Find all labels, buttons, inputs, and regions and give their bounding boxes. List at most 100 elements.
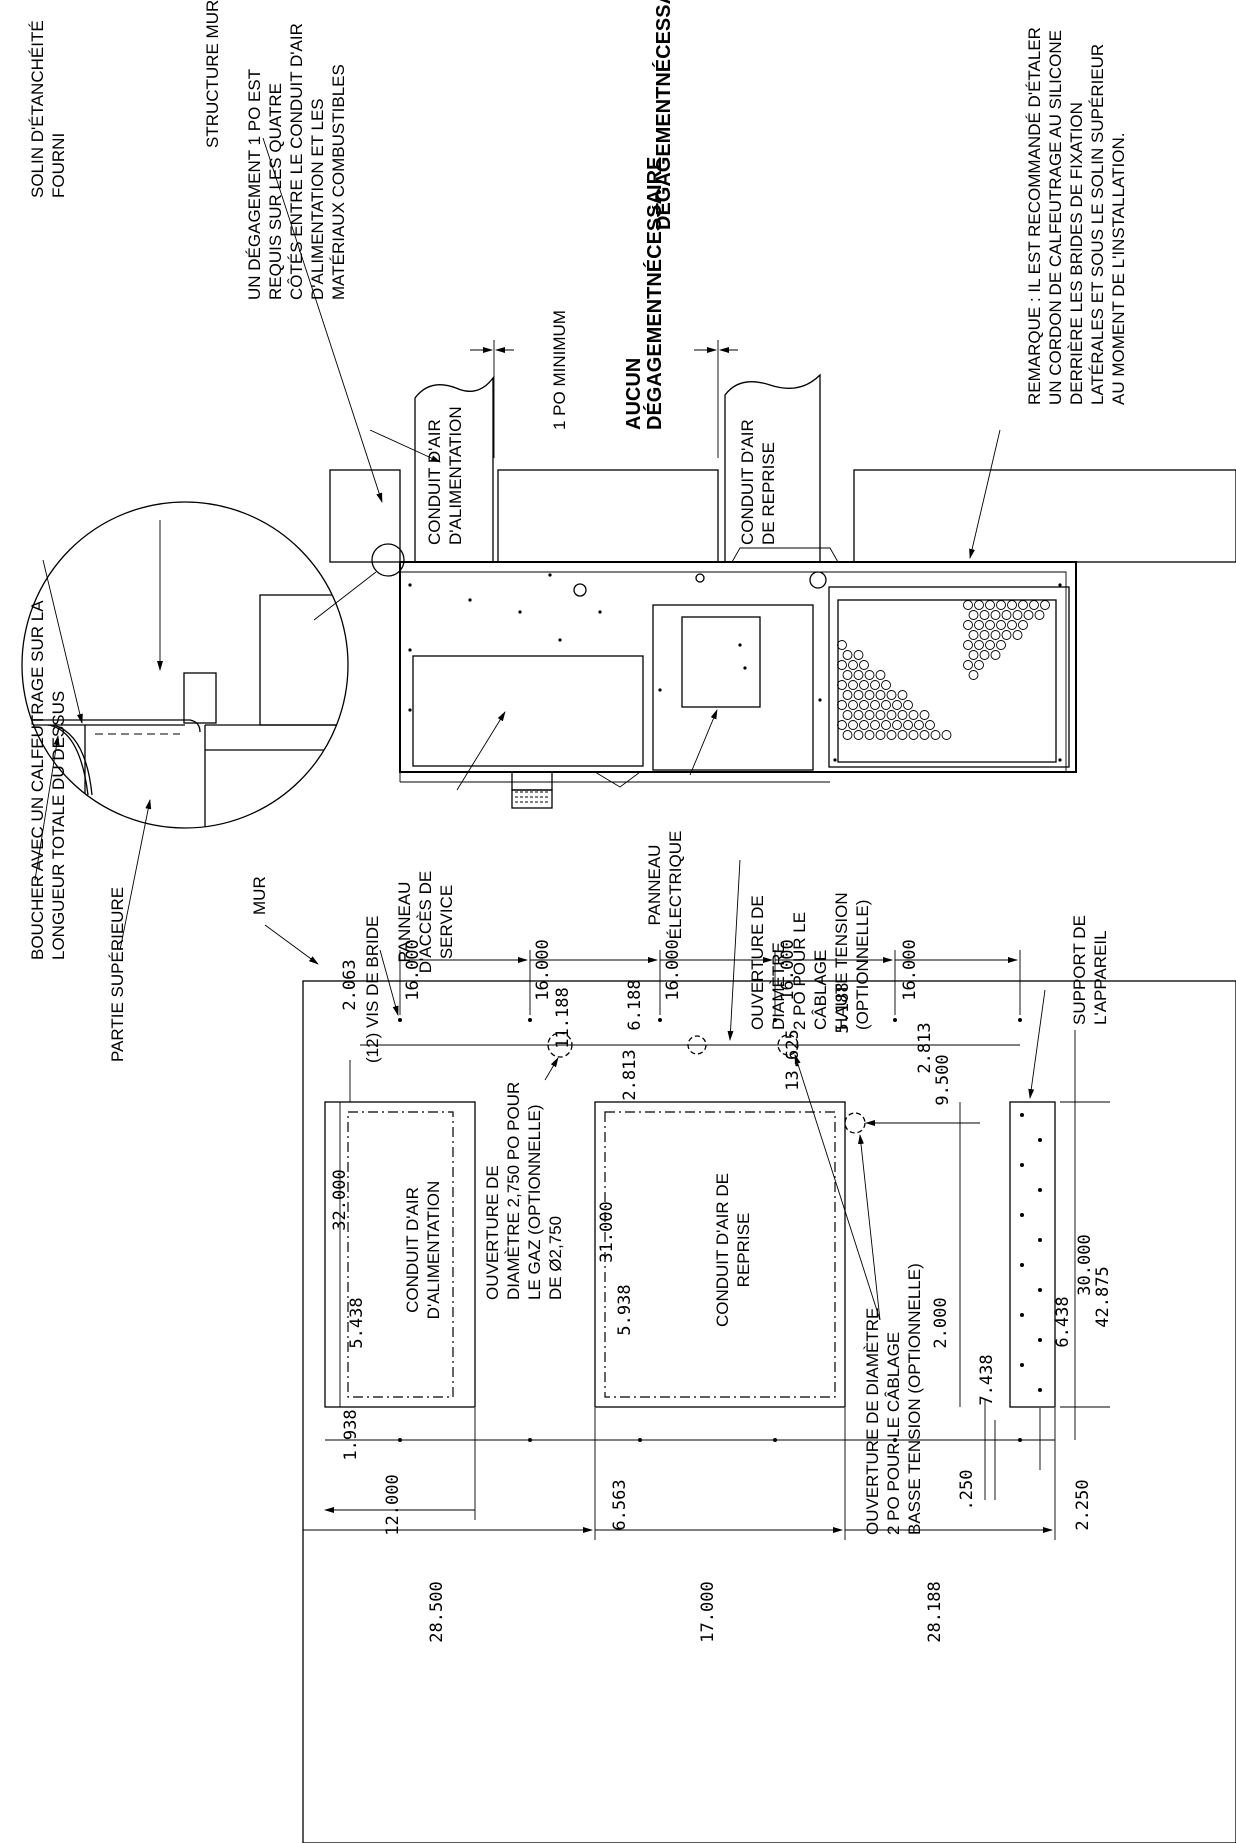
- callout-ouverture_bt-line-0: OUVERTURE DE DIAMÈTRE: [863, 1308, 882, 1535]
- dimension-d31000: 31.000: [597, 1201, 617, 1262]
- callout-ouverture_gaz-line-3: DE Ø2,750: [546, 1216, 565, 1300]
- dimension-d2000: 2.000: [931, 1297, 951, 1348]
- callout-conduit_alim-line-1: D'ALIMENTATION: [446, 406, 465, 545]
- callout-remarque-line-4: AU MOMENT DE L'INSTALLATION.: [1109, 133, 1128, 405]
- callout-ouverture_gaz-line-0: OUVERTURE DE: [483, 1165, 502, 1300]
- callout-remarque-line-2: DERRIÈRE LES BRIDES DE FIXATION: [1067, 102, 1086, 405]
- return-duct-opening: [594, 1101, 846, 1408]
- dimension-d32000: 32.000: [330, 1169, 350, 1230]
- callout-ouverture_gaz-line-1: DIAMÈTRE 2,750 PO POUR: [504, 1082, 523, 1300]
- service-access-panel: [412, 655, 644, 767]
- callout-ouverture_bt-line-2: BASSE TENSION (OPTIONNELLE): [905, 1263, 924, 1535]
- callout-ouverture_ht-line-4: HAUTE TENSION: [832, 892, 851, 1030]
- callout-ouverture_ht-line-1: DIAMÈTRE: [769, 942, 788, 1030]
- callout-degagement-line-0: UN DÉGAGEMENT 1 PO EST: [245, 69, 264, 300]
- return-duct: [724, 373, 821, 562]
- callout-mur-line-0: MUR: [250, 876, 269, 915]
- dimension-d2813b: 2.813: [620, 1049, 640, 1100]
- dimension-d250: .250: [957, 1470, 977, 1511]
- callout-panneau_service-line-2: SERVICE: [437, 885, 456, 959]
- callout-box_reprise-line-1: REPRISE: [734, 1213, 753, 1288]
- callout-conduit_reprise-line-1: DE REPRISE: [759, 442, 778, 545]
- unit-hole: [573, 583, 587, 597]
- callout-solin-line-1: FOURNI: [49, 133, 68, 198]
- callout-minimum-line-0: 1 PO MINIMUM: [550, 310, 569, 430]
- electric-panel: [652, 604, 814, 771]
- grille-perforations-b: [963, 600, 1050, 680]
- dimension-d16c: 16.000: [663, 939, 683, 1000]
- wall-outline: [302, 980, 1236, 1843]
- callout-aucun-line-0: AUCUN: [623, 358, 645, 430]
- callout-partie-line-0: PARTIE SUPÉRIEURE: [108, 887, 127, 1062]
- grille-frame: [828, 586, 1070, 768]
- grille-perforations-a: [837, 640, 952, 740]
- dimension-d7438: 7.438: [977, 1354, 997, 1405]
- callout-remarque-line-3: LATÉRALES ET SOUS LE SOLIN SUPÉRIEUR: [1088, 44, 1107, 405]
- wall-structure-middle: [497, 469, 719, 563]
- callout-ouverture_bt-line-1: 2 PO POUR LE CÂBLAGE: [884, 1332, 903, 1535]
- callout-ouverture_ht-line-3: CÂBLAGE: [811, 950, 830, 1030]
- dimension-d28500: 28.500: [427, 1581, 447, 1642]
- wall-layout: [264, 859, 1236, 1843]
- callout-conduit_alim-line-0: CONDUIT D'AIR: [425, 419, 444, 545]
- callout-remarque-line-0: REMARQUE : IL EST RECOMMANDÉ D'ÉTALER: [1025, 27, 1044, 405]
- electric-panel-door: [681, 616, 761, 708]
- dimension-d9500: 9.500: [933, 1054, 953, 1105]
- callout-box_alim-line-1: D'ALIMENTATION: [424, 1181, 443, 1320]
- callout-box_alim-line-0: CONDUIT D'AIR: [403, 1187, 422, 1313]
- unit-elevation: [262, 137, 1236, 809]
- dimension-d6438: 6.438: [1053, 1296, 1073, 1347]
- return-duct-flange: [731, 547, 839, 563]
- callout-ouverture_gaz-line-2: LE GAZ (OPTIONNELLE): [525, 1104, 544, 1300]
- callout-degagement-line-1: REQUIS SUR LES QUATRE: [266, 83, 285, 300]
- callout-support-line-0: SUPPORT DE: [1070, 915, 1089, 1025]
- callout-boucher-line-0: BOUCHER AVEC UN CALFEUTRAGE SUR LA: [28, 600, 47, 960]
- dimension-d17000: 17.000: [698, 1581, 718, 1642]
- callout-panneau_elec-line-0: PANNEAU: [645, 845, 664, 926]
- supply-duct: [414, 376, 494, 562]
- callout-ouverture_ht-line-2: 2 PO POUR LE: [790, 912, 809, 1030]
- callout-necessaire-line-0: DÉGAGEMENTNÉCESSAIRE: [652, 0, 675, 230]
- wall-structure-left: [329, 469, 401, 563]
- dimension-d5438: 5.438: [347, 1297, 367, 1348]
- dimension-d16a: 16.000: [403, 939, 423, 1000]
- dimension-d13625: 13.625: [783, 1029, 803, 1090]
- callout-vis-line-0: (12) VIS DE BRIDE: [363, 916, 382, 1063]
- callout-degagement-line-2: CÔTÉS ENTRE LE CONDUIT D'AIR: [287, 23, 306, 300]
- callout-panneau_elec-line-1: ÉLECTRIQUE: [666, 831, 685, 940]
- callout-panneau_service-line-0: PANNEAU: [395, 882, 414, 963]
- callout-ouverture_ht-line-5: (OPTIONNELLE): [853, 900, 872, 1030]
- wall-structure-right: [853, 469, 1236, 563]
- dimension-d2250: 2.250: [1073, 1479, 1093, 1530]
- dimension-d2063: 2.063: [340, 959, 360, 1010]
- low-voltage-opening-b: [844, 1112, 866, 1134]
- flashing-detail: [21, 501, 349, 951]
- unit-body: [399, 561, 1077, 773]
- dimension-d6188: 6.188: [625, 979, 645, 1030]
- dimension-d5188: 5.188: [833, 982, 853, 1033]
- callout-aucun-line-1: DÉGAGEMENTNÉCESSAIRE: [643, 157, 666, 430]
- callout-box_reprise-line-0: CONDUIT D'AIR DE: [713, 1173, 732, 1327]
- callout-remarque-line-1: UN CORDON DE CALFEUTRAGE AU SILICONE: [1046, 30, 1065, 405]
- appliance-support: [1009, 1101, 1056, 1408]
- callout-conduit_reprise-line-0: CONDUIT D'AIR: [738, 419, 757, 545]
- dimension-d1938: 1.938: [341, 1409, 361, 1460]
- base-bracket: [511, 771, 553, 791]
- callout-degagement-line-4: MATÉRIAUX COMBUSTIBLES: [329, 64, 348, 300]
- dimension-d30000: 30.000: [1075, 1234, 1095, 1295]
- callout-degagement-line-3: D'ALIMENTATION ET LES: [308, 98, 327, 300]
- callout-panneau_service-line-1: D'ACCÈS DE: [416, 871, 435, 973]
- callout-support-line-1: L'APPAREIL: [1091, 930, 1110, 1025]
- supply-duct-opening: [324, 1101, 476, 1408]
- dimension-d2813a: 2.813: [915, 1022, 935, 1073]
- dimension-d12000: 12.000: [383, 1474, 403, 1535]
- dimension-d5938: 5.938: [615, 1284, 635, 1335]
- dimension-d16e: 16.000: [900, 939, 920, 1000]
- dimension-d16b: 16.000: [533, 939, 553, 1000]
- callout-solin-line-0: SOLIN D'ÉTANCHÉITÉ: [28, 20, 47, 198]
- dimension-d42875: 42.875: [1093, 1266, 1113, 1327]
- dimension-d28188: 28.188: [925, 1581, 945, 1642]
- dimension-d11188: 11.188: [553, 987, 573, 1048]
- detail-marker: [371, 543, 405, 577]
